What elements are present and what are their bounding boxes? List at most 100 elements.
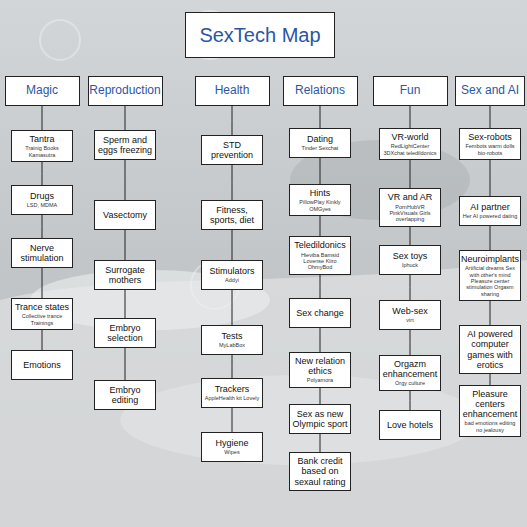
topic-box: TantraTrainig Books Kamasutra [11,130,73,162]
box-examples: Her AI powered dating [463,213,517,219]
connector-line [320,275,321,298]
topic-box: TrackersAppleHealth kit Lovely [201,378,263,408]
box-label: Relations [295,84,345,98]
box-examples: Artificial dreams Sex with other's mind … [462,265,518,297]
topic-box: Embryo selection [94,318,156,348]
box-examples: Addyi [225,277,239,283]
box-examples: Collective trance Trainings [14,313,70,326]
topic-box: HintsPillowPlay Kinkly OMGyes [289,184,351,216]
connector-line [490,226,491,250]
connector-line [232,106,233,135]
connector-line [320,434,321,452]
box-label: Magic [26,84,58,98]
connector-line [320,106,321,128]
box-label: Bank credit based on sexaul rating [292,456,348,486]
topic-box: Sex toysIphuck [379,245,441,275]
box-label: Drugs [30,191,54,201]
topic-box: VR and AR PornHubVR PinkVisuals Girls ove… [379,188,441,227]
box-label: Sex-robots [468,132,512,142]
box-label: Sex change [296,308,344,318]
topic-box: TestsMyLabBox [201,325,263,355]
box-label: Hygiene [215,438,248,448]
topic-box: Surrogate mothers [94,260,156,290]
connector-line [42,330,43,350]
topic-box: Vasectomy [94,200,156,230]
topic-box: NeuroimplantsArtificial dreams Sex with … [459,250,521,301]
box-label: Fun [400,84,421,98]
box-label: Teledildonics [294,240,346,250]
connector-line [232,165,233,200]
category-box: Health [195,76,270,106]
box-examples: bad emotions editing no jealousy [462,420,518,433]
topic-box: Nerve stimulation [11,238,73,268]
connector-line [490,106,491,128]
topic-box: DatingTinder Sexchat [289,128,351,158]
box-label: Love hotels [387,420,433,430]
box-label: Trackers [215,384,250,394]
connector-line [232,230,233,260]
box-examples: Hieviba Bamsid Lovense Kiiro OhmyBod [292,252,348,271]
topic-box: VR-worldRedLightCenter 3DXchat teledildo… [379,128,441,160]
box-label: New relation ethics [292,356,348,376]
topic-box: Emotions [11,350,73,380]
connector-line [42,162,43,185]
box-label: Sex as new Olympic sport [292,409,348,429]
topic-box: New relation ethicsPolyamora [289,352,351,388]
box-examples: virt [406,317,413,323]
topic-box: Trance statesCollective trance Trainings [11,298,73,330]
connector-line [125,230,126,260]
box-examples: Iphuck [402,262,418,268]
box-label: Fitness, sports, diet [204,205,260,225]
topic-box: DrugsLSD, MDMA [11,185,73,215]
box-label: Stimulators [209,266,254,276]
box-label: Embryo editing [97,385,153,405]
box-label: Web-sex [392,306,427,316]
topic-box: StimulatorsAddyi [201,260,263,290]
box-label: Vasectomy [103,210,147,220]
topic-box: Pleasure centers enhancementbad emotions… [459,385,521,437]
topic-box: Fitness, sports, diet [201,200,263,230]
box-label: STD prevention [204,140,260,160]
box-label: Sex toys [393,251,428,261]
connector-line [125,106,126,130]
box-label: Sperm and eggs freezing [97,135,153,155]
topic-box: Sperm and eggs freezing [94,130,156,160]
topic-box: Sex as new Olympic sport [289,404,351,434]
connector-line [410,391,411,410]
connector-line [320,216,321,236]
connector-line [320,388,321,404]
box-examples: PillowPlay Kinkly OMGyes [292,199,348,212]
box-examples: PornHubVR PinkVisuals Girls overlapping [382,204,438,223]
box-label: Sex and AI [461,84,519,98]
box-label: Embryo selection [97,323,153,343]
category-box: Magic [5,76,80,106]
connector-line [490,160,491,196]
box-examples: Polyamora [307,377,333,383]
topic-box: HygieneWipes [201,432,263,462]
connector-line [410,330,411,355]
topic-box: AI powered computer games with erotics [459,325,521,374]
box-label: Tests [221,331,242,341]
box-label: Emotions [23,360,61,370]
box-examples: Trainig Books Kamasutra [14,145,70,158]
connector-line [125,290,126,318]
topic-box: STD prevention [201,135,263,165]
connector-line [125,348,126,380]
connector-line [410,227,411,245]
box-label: Hints [310,188,331,198]
box-label: Pleasure centers enhancement [462,389,518,419]
topic-box: Web-sexvirt [379,300,441,330]
box-label: VR and AR [388,192,433,202]
box-label: Health [215,84,250,98]
topic-box: Love hotels [379,410,441,440]
box-label: Orgazm enhancement [382,359,438,379]
topic-box: Bank credit based on sexaul rating [289,452,351,491]
topic-box: AI partnerHer AI powered dating [459,196,521,226]
connector-line [232,355,233,378]
box-examples: MyLabBox [219,342,245,348]
connector-line [410,160,411,188]
box-label: VR-world [391,132,428,142]
connector-line [42,268,43,298]
box-label: SexTech Map [199,24,320,47]
connector-line [42,106,43,130]
